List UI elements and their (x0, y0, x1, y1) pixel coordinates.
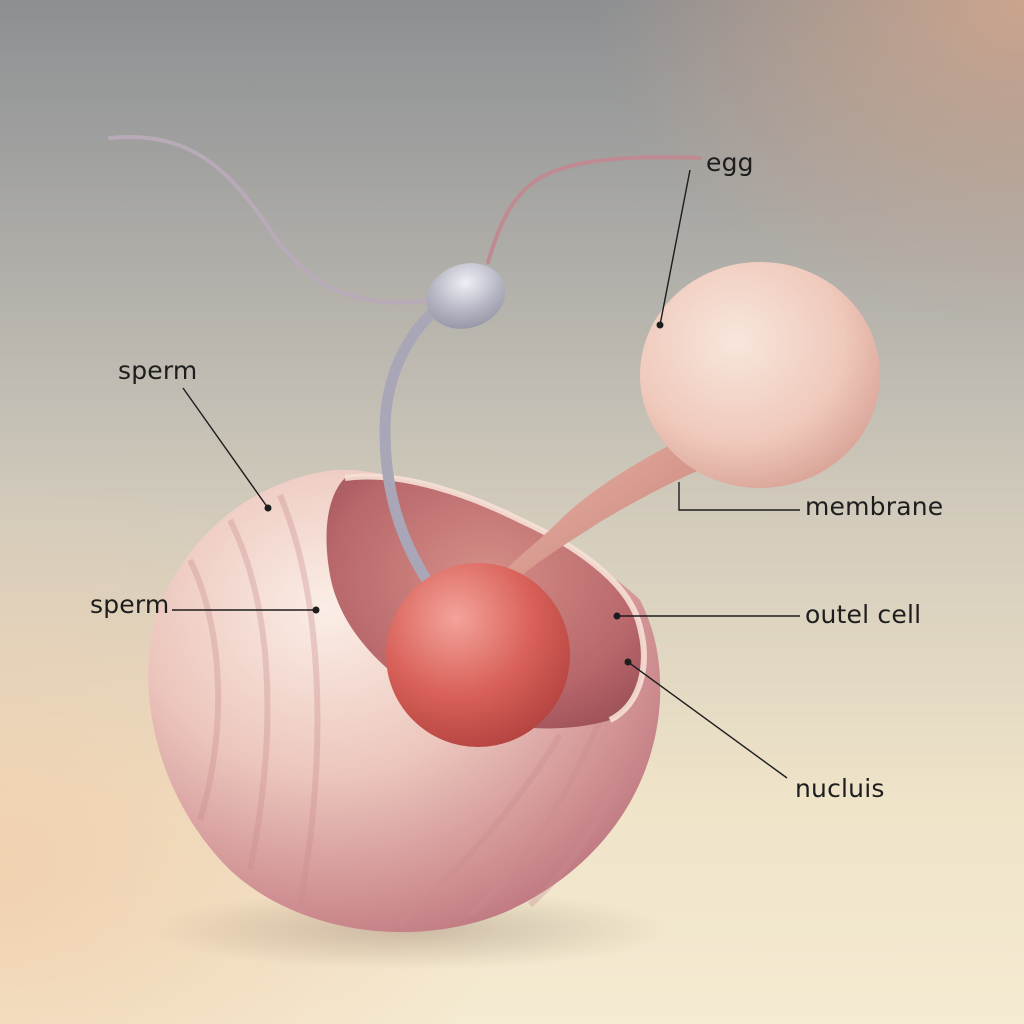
dot-outer-cell (614, 613, 621, 620)
egg-sphere (640, 262, 880, 488)
label-sperm-lower: sperm (90, 592, 169, 617)
dot-sperm-lower (313, 607, 320, 614)
sperm-tail-left (110, 137, 430, 302)
label-outer-cell: outel cell (805, 602, 921, 627)
label-sperm-upper: sperm (118, 358, 197, 383)
dot-nucleus (625, 659, 632, 666)
dot-egg (657, 322, 664, 329)
nucleus (386, 563, 570, 747)
label-egg: egg (706, 150, 754, 175)
label-membrane: membrane (805, 494, 943, 519)
label-nucleus: nucluis (795, 776, 885, 801)
sperm-tail-right (488, 157, 700, 262)
dot-sperm-upper (265, 505, 272, 512)
egg-structure (490, 262, 880, 596)
leader-sperm-upper (183, 388, 268, 508)
sperm-head (418, 253, 514, 339)
